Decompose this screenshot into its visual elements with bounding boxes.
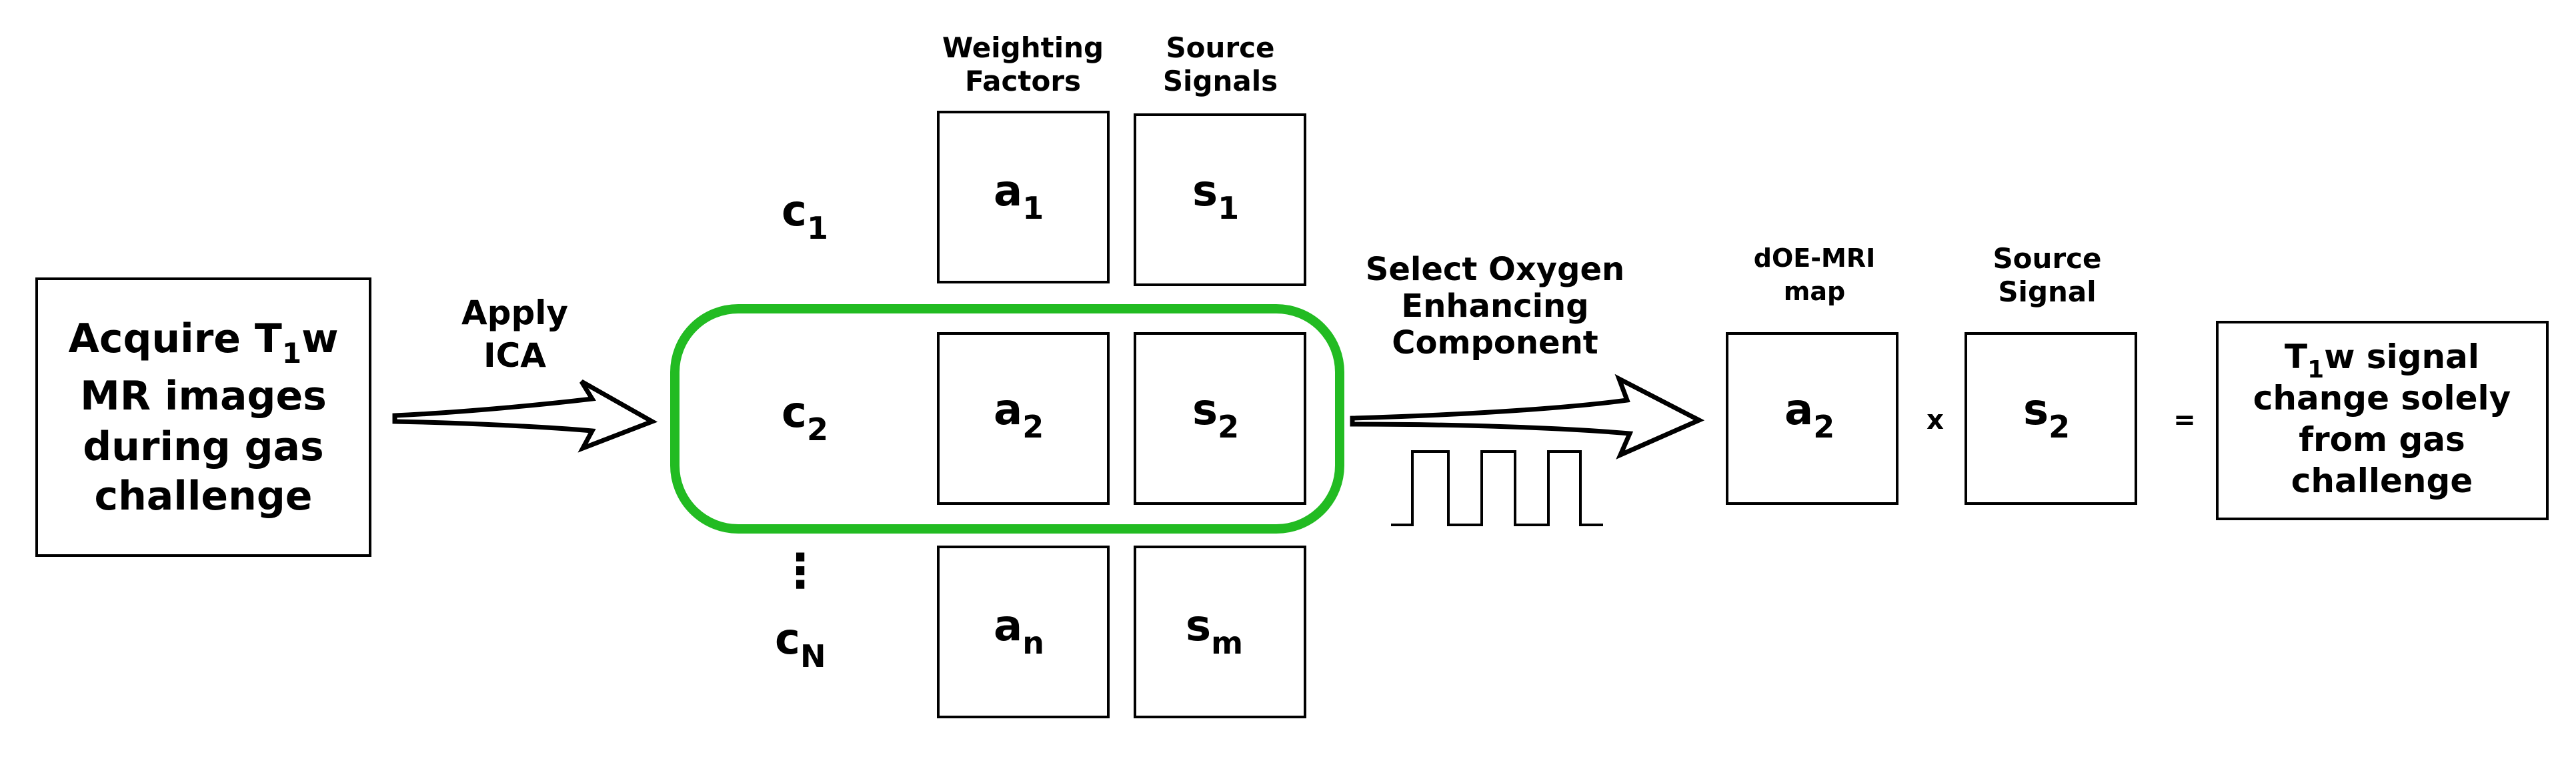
square-wave-signal-icon bbox=[1391, 450, 1603, 526]
weighting-header-1: Weighting bbox=[942, 31, 1104, 64]
map-header-1: dOE-MRI bbox=[1754, 243, 1875, 273]
signal-header-2: Signal bbox=[1998, 275, 2096, 308]
multiply-sign: x bbox=[1926, 405, 1944, 436]
weight-label-1: a1 bbox=[994, 167, 1044, 226]
output-line-2: change solely bbox=[2253, 379, 2511, 418]
component-label-n: cN bbox=[775, 615, 826, 674]
ellipsis: ⋮ bbox=[777, 544, 824, 598]
output-box bbox=[2216, 321, 2549, 520]
map-header-2: map bbox=[1784, 277, 1845, 306]
map-label: a2 bbox=[1784, 385, 1834, 445]
signal-box bbox=[1965, 332, 2137, 505]
select-label-2: Enhancing bbox=[1401, 287, 1588, 325]
weight-box-n bbox=[937, 546, 1110, 718]
input-line-1: Acquire T1w bbox=[68, 315, 338, 369]
weighting-header-2: Factors bbox=[965, 65, 1081, 97]
input-line-2: MR images bbox=[80, 373, 327, 420]
output-line-1: T1w signal bbox=[2285, 337, 2479, 383]
source-header-2: Signals bbox=[1163, 65, 1278, 97]
output-line-4: challenge bbox=[2291, 462, 2473, 500]
source-box-2 bbox=[1134, 332, 1306, 505]
component-label-2: c2 bbox=[782, 388, 828, 448]
output-line-3: from gas bbox=[2299, 420, 2465, 459]
apply-ica-label-2: ICA bbox=[483, 336, 546, 375]
weight-box-2 bbox=[937, 332, 1110, 505]
source-label-2: s2 bbox=[1192, 385, 1239, 445]
source-box-1 bbox=[1134, 113, 1306, 286]
source-label-1: s1 bbox=[1192, 167, 1239, 226]
apply-ica-arrow bbox=[392, 379, 658, 453]
selected-component-highlight bbox=[670, 304, 1344, 534]
weight-label-2: a2 bbox=[994, 385, 1044, 445]
source-box-n bbox=[1134, 546, 1306, 718]
weight-box-1 bbox=[937, 111, 1110, 283]
select-arrow bbox=[1350, 373, 1705, 460]
source-label-n: sm bbox=[1186, 602, 1243, 661]
input-line-4: challenge bbox=[95, 473, 313, 520]
signal-header-1: Source bbox=[1993, 242, 2101, 275]
signal-label: s2 bbox=[2023, 385, 2070, 445]
input-line-3: during gas bbox=[83, 424, 324, 470]
map-box bbox=[1726, 332, 1898, 505]
select-label-3: Component bbox=[1392, 324, 1598, 361]
weight-label-n: an bbox=[994, 602, 1044, 661]
input-box bbox=[35, 277, 371, 557]
source-header-1: Source bbox=[1166, 31, 1274, 64]
component-label-1: c1 bbox=[782, 187, 828, 246]
select-label-1: Select Oxygen bbox=[1366, 251, 1624, 288]
apply-ica-label-1: Apply bbox=[461, 293, 568, 332]
equals-sign: = bbox=[2173, 405, 2196, 436]
